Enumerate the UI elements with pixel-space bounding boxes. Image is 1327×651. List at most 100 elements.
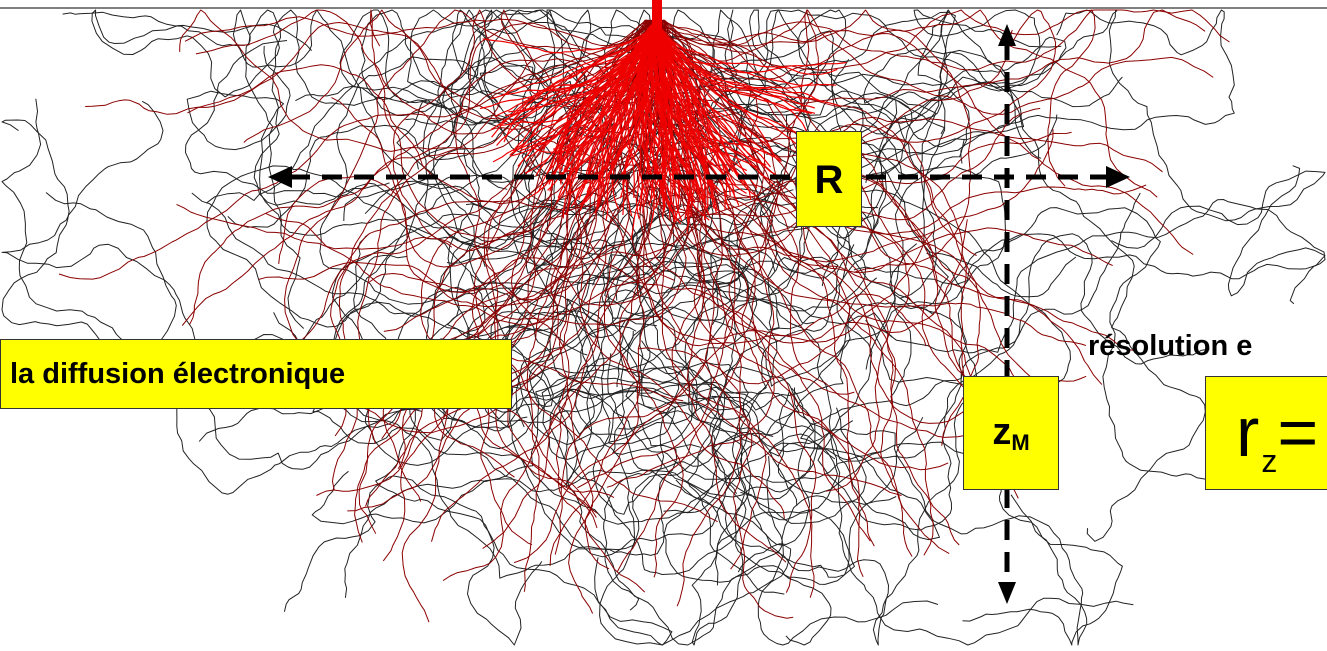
electron-path bbox=[650, 24, 775, 158]
rz-symbol: r bbox=[1236, 393, 1260, 471]
electron-path bbox=[662, 9, 1214, 115]
electron-path bbox=[497, 24, 653, 126]
electron-path bbox=[383, 19, 699, 332]
electron-path bbox=[401, 19, 663, 623]
electron-path bbox=[630, 24, 656, 240]
electron-path bbox=[889, 207, 1283, 484]
electron-path bbox=[768, 428, 1088, 646]
rz-subscript: z bbox=[1261, 443, 1278, 479]
electron-path bbox=[645, 19, 972, 273]
primary-electron-trajectories bbox=[479, 24, 847, 240]
electron-path bbox=[653, 24, 813, 143]
electron-path bbox=[396, 80, 605, 435]
depth-resolution-formula: rz= bbox=[1205, 376, 1327, 490]
max-depth-subscript: M bbox=[1011, 430, 1030, 455]
electron-path bbox=[655, 24, 778, 177]
electron-path bbox=[506, 199, 637, 551]
electron-path bbox=[651, 24, 771, 168]
electron-path bbox=[496, 24, 658, 146]
electron-path bbox=[664, 9, 1158, 198]
electron-path bbox=[195, 9, 656, 135]
electron-path bbox=[558, 388, 897, 646]
electron-path bbox=[661, 441, 1123, 646]
incident-beam bbox=[652, 0, 662, 30]
electron-path bbox=[1, 100, 408, 387]
electron-path bbox=[606, 19, 775, 488]
electron-path bbox=[503, 24, 655, 143]
resolution-text: résolution e bbox=[1088, 330, 1253, 362]
electron-path bbox=[592, 197, 967, 495]
electron-path bbox=[509, 24, 652, 157]
electron-path bbox=[635, 24, 655, 219]
electron-path bbox=[653, 24, 752, 200]
electron-path bbox=[749, 9, 1023, 299]
electron-path bbox=[603, 387, 940, 611]
electron-path bbox=[840, 81, 1206, 542]
electron-path bbox=[579, 24, 653, 212]
electron-path bbox=[654, 24, 756, 196]
electron-path bbox=[654, 9, 1230, 71]
electron-path bbox=[482, 24, 657, 54]
electron-path bbox=[684, 106, 879, 444]
electron-path bbox=[630, 9, 783, 514]
rz-equals: = bbox=[1277, 393, 1319, 471]
electron-path bbox=[62, 9, 501, 206]
electron-path bbox=[853, 165, 1326, 297]
electron-path bbox=[658, 24, 842, 107]
electron-path bbox=[501, 24, 653, 123]
electron-path bbox=[578, 24, 654, 200]
electron-path bbox=[663, 20, 949, 471]
electron-path bbox=[574, 24, 657, 173]
electron-path bbox=[508, 24, 657, 126]
electron-path bbox=[648, 24, 729, 171]
electron-path bbox=[696, 9, 1042, 326]
electron-path bbox=[85, 18, 648, 115]
electron-path bbox=[606, 178, 939, 646]
electron-path bbox=[273, 239, 867, 444]
electron-path bbox=[618, 366, 832, 646]
electron-path bbox=[181, 19, 647, 326]
electron-path bbox=[684, 11, 1077, 298]
electron-path bbox=[557, 24, 652, 163]
electron-path bbox=[687, 125, 885, 595]
electron-path bbox=[649, 19, 1113, 274]
electron-path bbox=[654, 24, 802, 137]
electron-path bbox=[654, 9, 1206, 105]
electron-path bbox=[541, 181, 823, 460]
electron-path bbox=[652, 24, 718, 214]
electron-path bbox=[657, 19, 1103, 385]
electron-path bbox=[186, 45, 555, 236]
electron-path bbox=[483, 178, 841, 445]
electron-path bbox=[654, 19, 787, 563]
electron-path bbox=[548, 24, 658, 185]
electron-path bbox=[91, 9, 454, 114]
range-label: R bbox=[796, 131, 862, 227]
electron-path bbox=[656, 252, 977, 646]
electron-path bbox=[491, 24, 658, 100]
electron-path bbox=[442, 19, 664, 582]
electron-path bbox=[860, 9, 1235, 258]
electron-path bbox=[316, 19, 655, 496]
electron-path bbox=[881, 170, 1326, 354]
electron-path bbox=[865, 9, 1326, 305]
electron-path bbox=[616, 9, 970, 388]
electron-path bbox=[656, 24, 690, 231]
electron-path bbox=[492, 24, 653, 163]
electron-path bbox=[318, 19, 652, 434]
lateral-range-arrow bbox=[268, 166, 1130, 188]
electron-path bbox=[650, 24, 682, 225]
electron-path bbox=[604, 9, 965, 179]
max-depth-symbol: z bbox=[992, 411, 1012, 453]
electron-path bbox=[654, 24, 814, 89]
electron-path bbox=[657, 24, 748, 172]
electron-path bbox=[283, 456, 784, 646]
electron-path bbox=[656, 24, 713, 200]
electron-path bbox=[662, 19, 999, 438]
electron-path bbox=[662, 19, 981, 446]
electron-path bbox=[645, 19, 1136, 351]
electron-diffusion-label: la diffusion électronique bbox=[0, 339, 512, 409]
depth-arrow bbox=[998, 24, 1016, 604]
electron-path bbox=[58, 19, 650, 280]
electron-path bbox=[179, 9, 653, 152]
electron-path bbox=[469, 273, 924, 578]
